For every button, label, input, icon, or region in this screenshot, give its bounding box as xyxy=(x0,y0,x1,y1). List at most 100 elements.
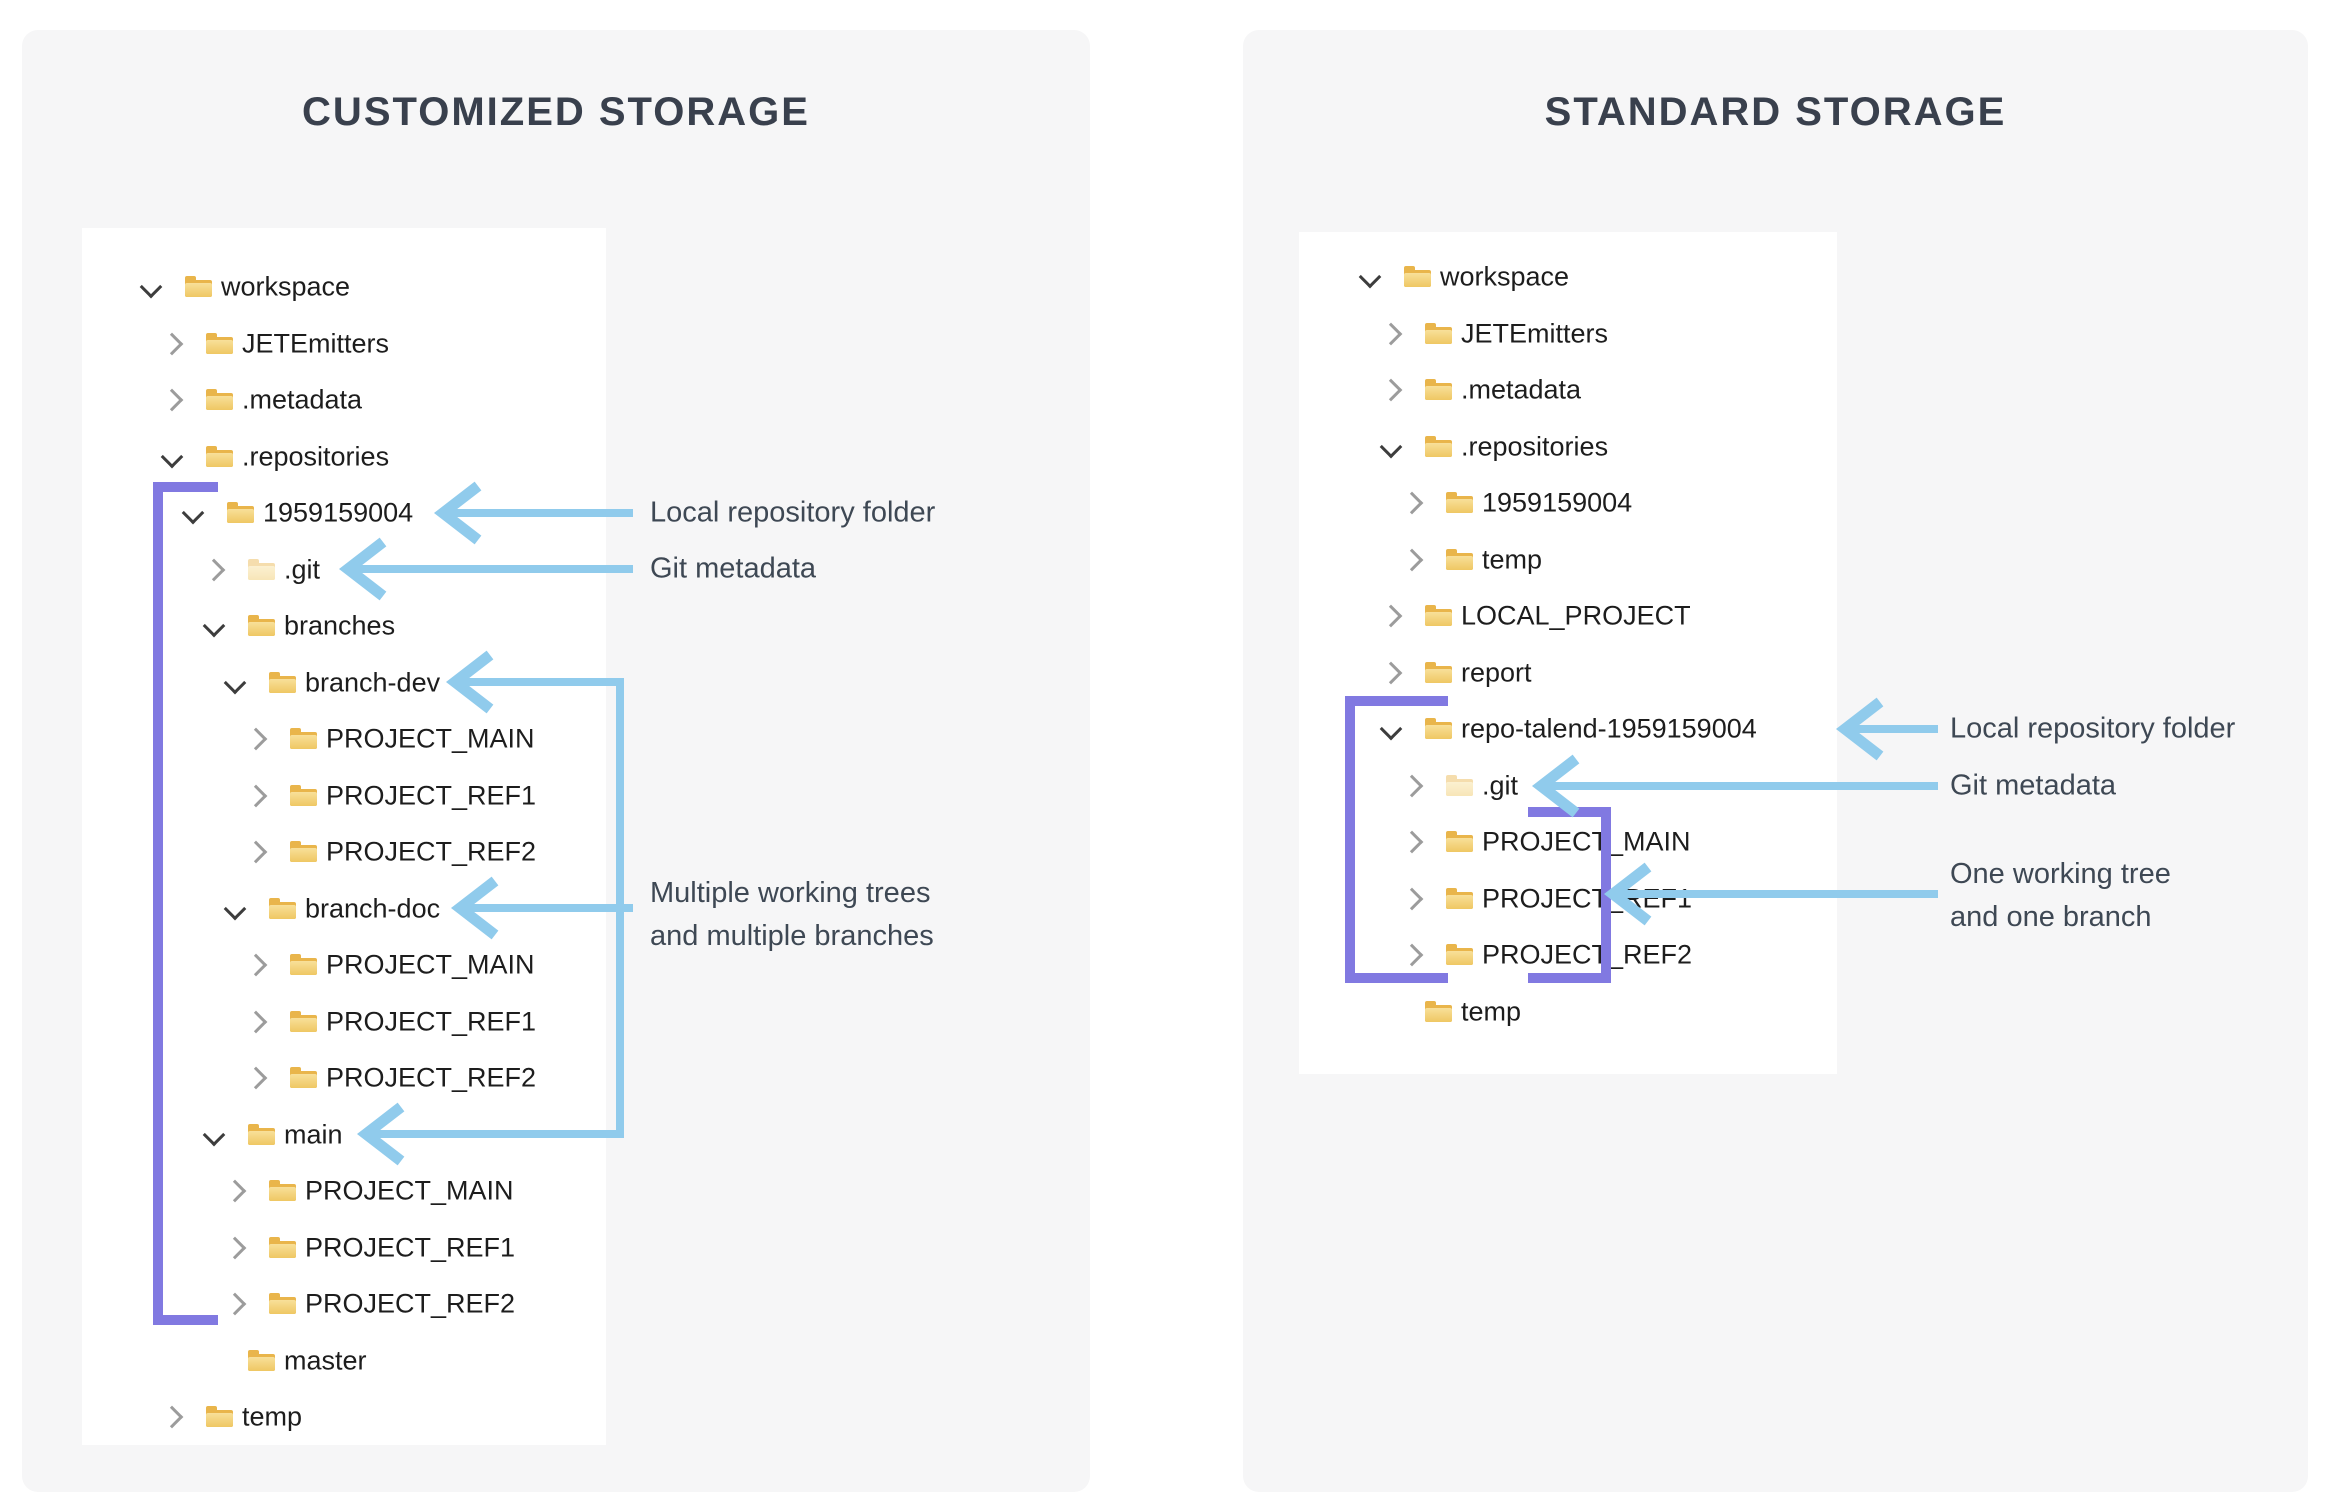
chevron-right-icon[interactable] xyxy=(223,1179,247,1203)
chevron-right-icon[interactable] xyxy=(202,558,226,581)
tree-item[interactable]: master xyxy=(82,1333,606,1389)
tree-item[interactable]: PROJECT_REF1 xyxy=(82,1220,606,1276)
chevron-right-icon[interactable] xyxy=(244,1010,268,1033)
tree-item[interactable]: temp xyxy=(82,1389,606,1445)
chevron-right-icon[interactable] xyxy=(223,1292,247,1316)
tree-item[interactable]: PROJECT_REF1 xyxy=(82,994,606,1050)
tree-item[interactable]: branch-dev xyxy=(82,655,606,711)
tree-item[interactable]: .repositories xyxy=(1299,419,1837,475)
chevron-down-icon[interactable] xyxy=(202,1123,226,1146)
chevron-right-icon[interactable] xyxy=(1400,774,1424,797)
tree-item-label: PROJECT_REF2 xyxy=(326,836,537,867)
tree-item[interactable]: report xyxy=(1299,645,1837,701)
chevron-down-icon[interactable] xyxy=(1379,435,1403,458)
chevron-down-icon[interactable] xyxy=(223,671,247,694)
tree-item[interactable]: branch-doc xyxy=(82,881,606,937)
folder-icon xyxy=(290,954,317,975)
label-git-metadata-left: Git metadata xyxy=(650,552,817,585)
folder-icon xyxy=(1425,379,1452,400)
folder-icon xyxy=(269,1236,296,1258)
tree-item[interactable]: JETEmitters xyxy=(1299,306,1837,362)
chevron-down-icon[interactable] xyxy=(223,897,247,920)
tree-item[interactable]: .git xyxy=(1299,758,1837,814)
label-multiple-working-trees: Multiple working trees and multiple bran… xyxy=(650,877,934,952)
tree-item[interactable]: .metadata xyxy=(1299,362,1837,418)
folder-icon xyxy=(269,1180,296,1201)
chevron-down-icon[interactable] xyxy=(181,501,205,525)
chevron-right-icon[interactable] xyxy=(244,840,268,864)
chevron-down-icon[interactable] xyxy=(1379,717,1403,741)
chevron-right-icon[interactable] xyxy=(160,388,184,412)
chevron-right-icon[interactable] xyxy=(1379,378,1403,402)
tree-item-label: PROJECT_MAIN xyxy=(305,1175,514,1206)
tree-item-label: .repositories xyxy=(242,441,390,471)
tree-item[interactable]: JETEmitters xyxy=(82,316,606,372)
tree-item-label: workspace xyxy=(221,271,351,302)
folder-icon xyxy=(290,841,317,862)
tree-item[interactable]: .git xyxy=(82,542,606,598)
chevron-right-icon[interactable] xyxy=(160,332,184,355)
chevron-down-icon[interactable] xyxy=(1358,265,1382,289)
tree-item[interactable]: repo-talend-1959159004 xyxy=(1299,701,1837,757)
tree-item[interactable]: branches xyxy=(82,598,606,654)
folder-icon xyxy=(206,1406,233,1427)
tree-item[interactable]: PROJECT_MAIN xyxy=(82,1163,606,1219)
chevron-right-icon[interactable] xyxy=(223,1236,247,1259)
tree-item[interactable]: LOCAL_PROJECT xyxy=(1299,588,1837,644)
tree-item[interactable]: PROJECT_REF2 xyxy=(82,824,606,880)
tree-item-label: PROJECT_MAIN xyxy=(326,949,535,980)
chevron-right-icon[interactable] xyxy=(1400,491,1424,515)
chevron-right-icon[interactable] xyxy=(1379,661,1403,684)
tree-item-label: temp xyxy=(242,1401,303,1432)
tree-item[interactable]: workspace xyxy=(82,259,606,315)
tree-item-label: .git xyxy=(284,554,321,584)
chevron-right-icon[interactable] xyxy=(244,784,268,807)
tree-item[interactable]: PROJECT_REF1 xyxy=(1299,871,1837,927)
chevron-right-icon[interactable] xyxy=(244,727,268,751)
label-one-working-tree: One working tree and one branch xyxy=(1950,858,2171,933)
tree-item-label: .git xyxy=(1482,770,1519,800)
tree-item[interactable]: PROJECT_MAIN xyxy=(1299,814,1837,870)
chevron-right-icon[interactable] xyxy=(1400,830,1424,854)
tree-item[interactable]: temp xyxy=(1299,984,1837,1040)
tree-item[interactable]: workspace xyxy=(1299,249,1837,305)
tree-item[interactable]: .repositories xyxy=(82,429,606,485)
tree-item-label: PROJECT_REF1 xyxy=(1482,883,1693,913)
tree-item[interactable]: PROJECT_REF2 xyxy=(1299,927,1837,983)
tree-item-label: workspace xyxy=(1440,261,1570,292)
tree-item-label: temp xyxy=(1461,996,1522,1026)
chevron-right-icon[interactable] xyxy=(1400,943,1424,967)
chevron-right-icon[interactable] xyxy=(244,1066,268,1090)
tree-item[interactable]: 1959159004 xyxy=(1299,475,1837,531)
folder-icon xyxy=(1425,435,1452,457)
chevron-right-icon[interactable] xyxy=(1400,548,1424,571)
tree-item-label: .repositories xyxy=(1461,431,1609,461)
tree-item[interactable]: PROJECT_MAIN xyxy=(82,711,606,767)
folder-icon xyxy=(290,784,317,806)
tree-item[interactable]: PROJECT_REF2 xyxy=(82,1276,606,1332)
folder-icon xyxy=(248,558,275,580)
chevron-right-icon[interactable] xyxy=(160,1405,184,1429)
tree-item[interactable]: PROJECT_MAIN xyxy=(82,937,606,993)
label-local-repository-folder-left: Local repository folder xyxy=(650,496,936,529)
chevron-down-icon[interactable] xyxy=(160,445,184,468)
chevron-right-icon[interactable] xyxy=(244,953,268,977)
tree-item-label: PROJECT_MAIN xyxy=(1482,826,1691,857)
standard-storage-title: STANDARD STORAGE xyxy=(1544,90,2007,134)
tree-item[interactable]: PROJECT_REF2 xyxy=(82,1050,606,1106)
tree-item[interactable]: PROJECT_REF1 xyxy=(82,768,606,824)
chevron-right-icon[interactable] xyxy=(1400,887,1424,910)
tree-item-label: report xyxy=(1461,657,1532,687)
tree-item-label: PROJECT_REF1 xyxy=(326,1006,537,1036)
tree-item[interactable]: temp xyxy=(1299,532,1837,588)
chevron-down-icon[interactable] xyxy=(202,614,226,638)
chevron-down-icon[interactable] xyxy=(139,275,163,299)
folder-icon xyxy=(185,276,212,297)
chevron-right-icon[interactable] xyxy=(1379,322,1403,345)
tree-item[interactable]: main xyxy=(82,1107,606,1163)
tree-item[interactable]: 1959159004 xyxy=(82,485,606,541)
chevron-right-icon[interactable] xyxy=(1379,604,1403,628)
tree-item-label: JETEmitters xyxy=(242,328,390,358)
tree-item[interactable]: .metadata xyxy=(82,372,606,428)
